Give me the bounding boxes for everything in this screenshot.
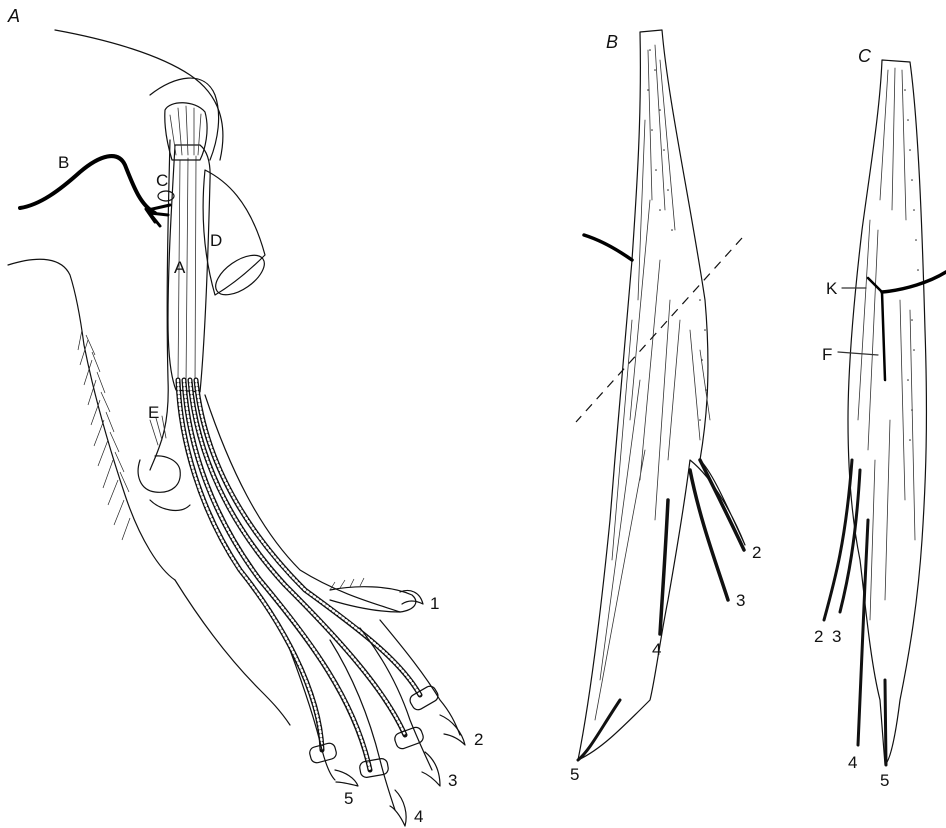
- nerve-k: [882, 272, 946, 292]
- muscle-d-cut-face: [209, 247, 271, 302]
- nerve-panel-b: [584, 235, 632, 260]
- back-outline: [8, 259, 84, 345]
- elbow-joint: [138, 456, 180, 492]
- panel-c-label: C: [858, 46, 872, 66]
- panel-a: A: [7, 6, 483, 826]
- label-muscle-c: C: [156, 171, 168, 190]
- label-f: F: [822, 345, 832, 364]
- nerve-b: [20, 156, 155, 213]
- muscle-b-body: [578, 30, 745, 760]
- body-outline: [55, 30, 223, 160]
- claw-1: [400, 591, 423, 605]
- label-k: K: [826, 279, 838, 298]
- label-muscle-e: E: [148, 403, 159, 422]
- fur-strip: [78, 330, 130, 540]
- label-b-tendon-3: 3: [736, 591, 745, 610]
- panel-b: B 2 3 4 5: [570, 30, 761, 784]
- label-muscle-d: D: [210, 231, 222, 250]
- panel-b-label: B: [606, 32, 618, 52]
- label-b-tendon-5: 5: [570, 765, 579, 784]
- label-a-digit-2: 2: [474, 730, 483, 749]
- label-b-tendon-2: 2: [752, 543, 761, 562]
- label-nerve-b: B: [58, 153, 69, 172]
- tendon-slips-c: [824, 460, 886, 765]
- panel-a-label: A: [7, 6, 20, 26]
- panel-c: C K F 2 3 4 5: [814, 46, 946, 790]
- muscle-c-panel-body: [848, 60, 926, 765]
- elbow-joint-lower: [150, 500, 190, 510]
- label-c-tendon-4: 4: [848, 753, 857, 772]
- tendons-panel-a: [178, 380, 420, 770]
- label-b-tendon-4: 4: [652, 640, 661, 659]
- shoulder-outline: [150, 78, 219, 160]
- muscle-b-stipple: [647, 49, 707, 421]
- label-muscle-a: A: [174, 258, 186, 277]
- label-a-digit-4: 4: [414, 807, 423, 826]
- label-a-digit-3: 3: [448, 771, 457, 790]
- label-a-digit-1: 1: [430, 594, 439, 613]
- forearm-outline-lower: [175, 580, 290, 725]
- arm-outline-rear: [84, 345, 175, 580]
- label-c-tendon-3: 3: [832, 627, 841, 646]
- label-c-tendon-5: 5: [880, 771, 889, 790]
- tendon-slips-b: [578, 460, 744, 760]
- nerve-b-branches: [146, 205, 170, 226]
- label-c-tendon-2: 2: [814, 627, 823, 646]
- muscle-c-fibres: [170, 106, 201, 155]
- label-a-digit-5: 5: [344, 789, 353, 808]
- branch-k: [868, 278, 885, 380]
- cut-line: [576, 238, 742, 422]
